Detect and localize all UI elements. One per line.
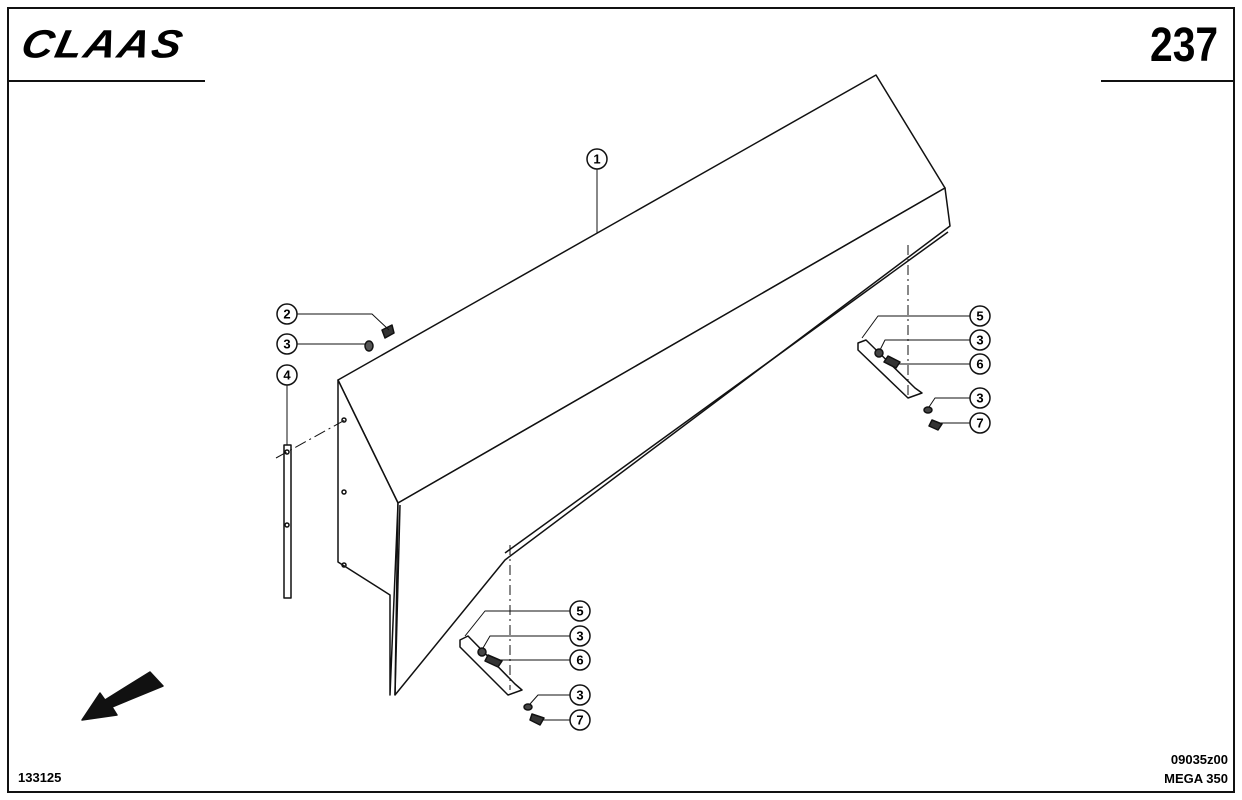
callout-number: 3 [976, 391, 983, 406]
callout-number: 3 [976, 333, 983, 348]
header-rule-right [1101, 80, 1233, 82]
bracket-right [857, 339, 923, 399]
callout-3: 3 [569, 625, 591, 647]
callout-number: 7 [576, 713, 583, 728]
cover-front-edge [394, 504, 401, 696]
callout-number: 3 [576, 688, 583, 703]
page-number: 237 [1149, 19, 1218, 72]
callout-number: 6 [976, 357, 983, 372]
callout-6: 6 [569, 649, 591, 671]
bolt [928, 419, 943, 431]
washer [523, 703, 533, 711]
callout-3: 3 [569, 684, 591, 706]
callout-7: 7 [569, 709, 591, 731]
assembly-line [275, 419, 346, 459]
model-name: MEGA 350 [1164, 771, 1228, 786]
washer [477, 647, 487, 657]
bolt [381, 324, 395, 339]
callout-number: 4 [283, 368, 291, 383]
callout-4: 4 [276, 364, 298, 386]
washer [923, 406, 933, 414]
header-rule-left [9, 80, 205, 82]
callout-3: 3 [969, 329, 991, 351]
callout-6: 6 [969, 353, 991, 375]
page-frame [7, 7, 1235, 793]
callout-number: 2 [283, 307, 290, 322]
leader-lines [286, 169, 970, 721]
callout-7: 7 [969, 412, 991, 434]
callout-5: 5 [569, 600, 591, 622]
callout-3: 3 [969, 387, 991, 409]
mounting-strip [283, 444, 292, 599]
callout-number: 3 [283, 337, 290, 352]
callouts: 1 2 3 4 5 3 6 3 7 5 3 6 3 7 [276, 148, 991, 731]
mounting-hole [341, 562, 347, 568]
washer [364, 340, 374, 352]
bolt [484, 654, 503, 668]
callout-2: 2 [276, 303, 298, 325]
callout-number: 1 [593, 152, 600, 167]
callout-number: 5 [976, 309, 983, 324]
bolt [529, 713, 545, 726]
cover-side-panel [337, 379, 399, 696]
callout-number: 5 [576, 604, 583, 619]
document-code: 133125 [18, 770, 62, 785]
direction-arrow-icon [81, 671, 164, 721]
callout-number: 7 [976, 416, 983, 431]
cover-edge-strip [504, 231, 949, 554]
callout-1: 1 [586, 148, 608, 170]
callout-3: 3 [276, 333, 298, 355]
strip-hole [284, 449, 290, 455]
callout-number: 6 [576, 653, 583, 668]
callout-5: 5 [969, 305, 991, 327]
callout-number: 3 [576, 629, 583, 644]
washer [874, 348, 884, 358]
drawing-code: 09035z00 [1170, 752, 1228, 767]
bracket-left [459, 635, 523, 696]
strip-hole [284, 522, 290, 528]
mounting-hole [341, 417, 347, 423]
mounting-hole [341, 489, 347, 495]
bolt [883, 355, 901, 369]
